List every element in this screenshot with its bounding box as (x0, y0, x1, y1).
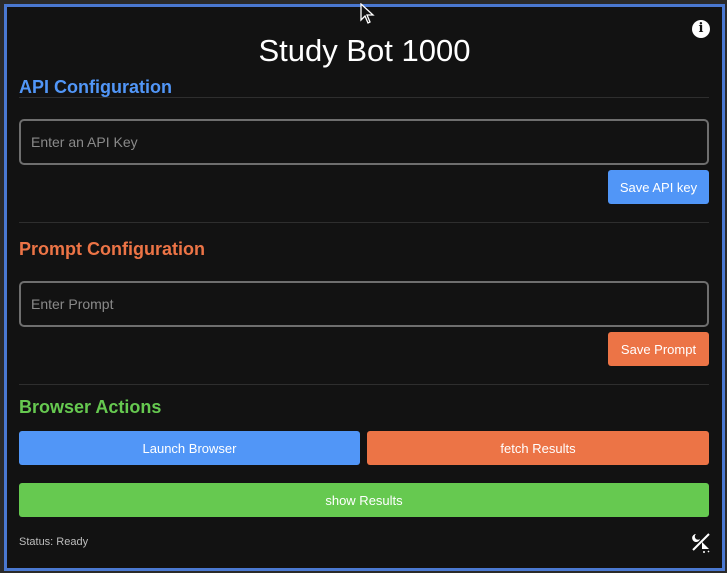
show-results-button[interactable]: show Results (19, 483, 709, 517)
save-api-key-button[interactable]: Save API key (608, 170, 709, 204)
divider (19, 97, 709, 98)
browser-actions-heading: Browser Actions (19, 397, 162, 417)
prompt-config-heading: Prompt Configuration (19, 239, 205, 259)
prompt-input[interactable] (19, 281, 709, 327)
page-title: Study Bot 1000 (258, 33, 471, 68)
status-text: Status: Ready (19, 536, 89, 548)
theme-toggle-icon[interactable] (690, 531, 712, 553)
app-window: Study Bot 1000 i API Configuration Save … (4, 4, 725, 571)
info-icon[interactable]: i (692, 20, 710, 38)
api-key-input[interactable] (19, 119, 709, 165)
fetch-results-button[interactable]: fetch Results (367, 431, 709, 465)
divider (19, 384, 709, 385)
save-prompt-button[interactable]: Save Prompt (608, 332, 709, 366)
divider (19, 222, 709, 223)
api-config-heading: API Configuration (19, 77, 172, 97)
launch-browser-button[interactable]: Launch Browser (19, 431, 360, 465)
